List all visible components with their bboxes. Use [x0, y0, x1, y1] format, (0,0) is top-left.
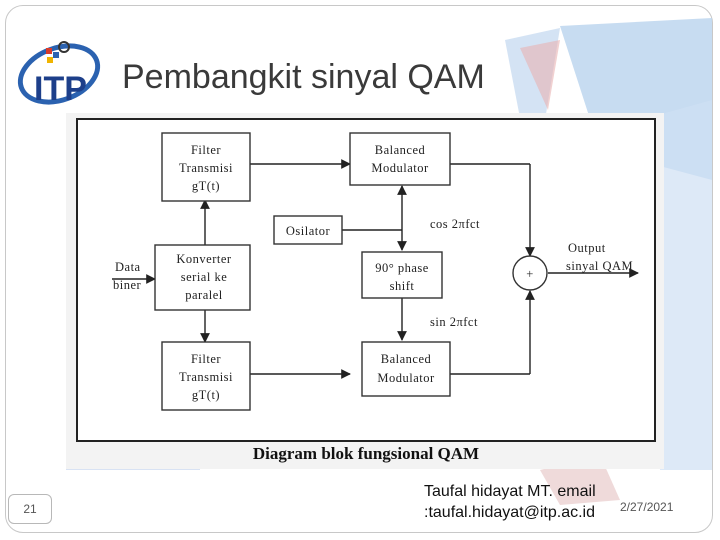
filter-transmisi-top-block: Filter Transmisi gT(t): [161, 132, 251, 202]
osilator-block: Osilator: [273, 215, 343, 245]
block-line: Konverter: [176, 252, 232, 266]
block-line: Transmisi: [179, 161, 233, 175]
logo-text: ITP: [34, 70, 87, 108]
footer-email: :taufal.hidayat@itp.ac.id: [424, 504, 596, 521]
block-line: 90° phase: [375, 261, 429, 275]
cos-label: cos 2πfct: [430, 217, 480, 231]
footer-author: Taufal hidayat MT. email: [424, 483, 596, 500]
data-input-label: Data: [115, 260, 141, 274]
block-line: Filter: [191, 352, 221, 366]
footer-date: 2/27/2021: [620, 500, 674, 514]
slide-number: 21: [8, 494, 52, 524]
block-line: gT(t): [192, 388, 220, 402]
slide-title: Pembangkit sinyal QAM: [122, 58, 485, 96]
filter-transmisi-bottom-block: Filter Transmisi gT(t): [161, 341, 251, 411]
diagram-connections: [112, 159, 639, 379]
balanced-modulator-bottom-block: Balanced Modulator: [361, 341, 451, 397]
itp-logo-icon: ITP: [17, 41, 101, 108]
block-line: Osilator: [286, 224, 331, 238]
block-line: Modulator: [371, 161, 429, 175]
block-line: serial ke: [181, 270, 228, 284]
block-line: Balanced: [381, 352, 432, 366]
output-label: sinyal QAM: [566, 259, 633, 273]
summer-node: +: [512, 255, 548, 291]
output-label: Output: [568, 241, 606, 255]
phase-shift-block: 90° phase shift: [361, 251, 443, 299]
block-line: Balanced: [375, 143, 426, 157]
block-line: Modulator: [377, 371, 435, 385]
block-line: shift: [390, 279, 415, 293]
block-line: Filter: [191, 143, 221, 157]
sin-label: sin 2πfct: [430, 315, 478, 329]
block-line: gT(t): [192, 179, 220, 193]
diagram-caption: Diagram blok fungsional QAM: [252, 444, 480, 463]
data-input-label: biner: [113, 278, 142, 292]
block-line: paralel: [185, 288, 223, 302]
balanced-modulator-top-block: Balanced Modulator: [349, 132, 451, 186]
konverter-serial-paralel-block: Konverter serial ke paralel: [154, 244, 251, 311]
itp-logo: ITP: [14, 38, 114, 108]
summer-symbol: +: [526, 267, 534, 281]
block-line: Transmisi: [179, 370, 233, 384]
